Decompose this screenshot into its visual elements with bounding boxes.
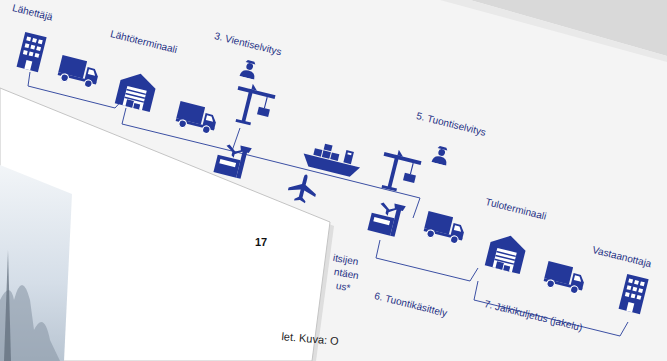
cut-text: itsijen xyxy=(332,252,359,268)
cut-text: ntäen xyxy=(333,266,360,282)
step-label: 3. Vientiselvitys xyxy=(213,30,282,58)
terminal-label: Lähtöterminaali xyxy=(109,28,178,56)
step-label: 5. Tuontiselvitys xyxy=(415,110,487,138)
terminal-label: Tuloterminaali xyxy=(484,196,547,222)
party-label: Vastaanottaja xyxy=(591,244,652,270)
page-number: 17 xyxy=(255,236,267,249)
step-label: 7. Jälkikuljetus (jakelu) xyxy=(483,298,583,333)
cut-text: us* xyxy=(335,280,351,294)
step-label: 6. Tuontikäsittely xyxy=(373,290,448,319)
caption-text: let. Kuva: O xyxy=(281,330,339,348)
party-label: Lähettäjä xyxy=(11,2,54,23)
